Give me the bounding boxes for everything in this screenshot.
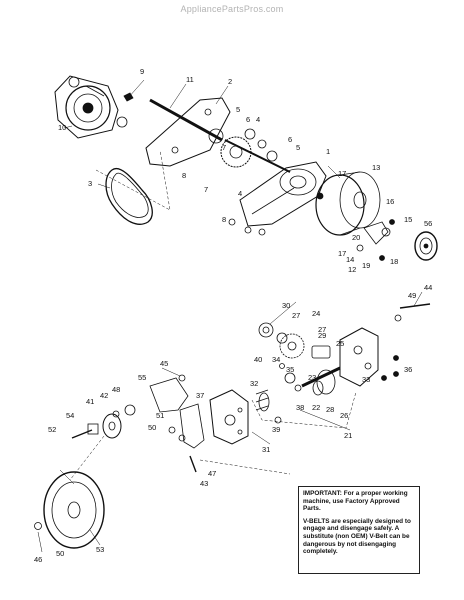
callout-18: 18 [390, 257, 398, 266]
callout-7a: 7 [222, 143, 226, 152]
callout-17a: 17 [338, 169, 346, 178]
callout-50a: 50 [148, 423, 156, 432]
callout-4b: 4 [238, 189, 242, 198]
callout-6b: 6 [288, 135, 292, 144]
callout-19: 19 [362, 261, 370, 270]
gearbox-parts [209, 303, 431, 445]
wheel-cap-part [414, 231, 438, 261]
callout-48: 48 [112, 385, 120, 394]
callout-33: 33 [362, 375, 370, 384]
callout-10: 10 [58, 123, 66, 132]
callout-22: 22 [312, 403, 320, 412]
v-belt-part [105, 167, 153, 225]
hub-parts [356, 219, 395, 261]
callout-15: 15 [404, 215, 412, 224]
important-note-text: IMPORTANT: For a proper working machine,… [303, 490, 408, 513]
pulley-bracket-part [54, 75, 128, 139]
callout-23: 23 [308, 373, 316, 382]
callout-11: 11 [186, 75, 194, 84]
callout-41: 41 [86, 397, 94, 406]
callout-55: 55 [138, 373, 146, 382]
callout-4a: 4 [256, 115, 260, 124]
callout-21: 21 [344, 431, 352, 440]
callout-8b: 8 [222, 215, 226, 224]
callout-49: 49 [408, 291, 416, 300]
callout-35: 35 [286, 365, 294, 374]
callout-46: 46 [34, 555, 42, 564]
callout-50b: 50 [56, 549, 64, 558]
callout-45: 45 [160, 359, 168, 368]
callout-53: 53 [96, 545, 104, 554]
callout-51: 51 [156, 411, 164, 420]
callout-29: 29 [318, 331, 326, 340]
callout-2: 2 [228, 77, 232, 86]
callout-27b: 27 [318, 325, 326, 334]
callout-1: 1 [326, 147, 330, 156]
watermark: AppliancePartsPros.com [180, 4, 284, 14]
sprocket-part [208, 128, 291, 173]
callout-43: 43 [200, 479, 208, 488]
callout-37: 37 [196, 391, 204, 400]
callout-26: 26 [340, 411, 348, 420]
callout-13: 13 [372, 163, 380, 172]
callout-7b: 7 [204, 185, 208, 194]
callout-16: 16 [386, 197, 394, 206]
screws-part [228, 192, 324, 236]
callout-24: 24 [312, 309, 320, 318]
callout-5b: 5 [296, 143, 300, 152]
callout-40: 40 [254, 355, 262, 364]
callout-6a: 6 [246, 115, 250, 124]
callout-27a: 27 [292, 311, 300, 320]
callout-28: 28 [326, 405, 334, 414]
callout-9: 9 [140, 67, 144, 76]
callout-38: 38 [296, 403, 304, 412]
important-note-box: IMPORTANT: For a proper working machine,… [298, 486, 420, 574]
callout-17b: 17 [338, 249, 346, 258]
linkage-parts [34, 374, 205, 549]
callout-labels: 9 11 2 10 5 6 4 7 8 3 7 4 6 5 1 13 17 8 … [34, 67, 432, 564]
callout-44: 44 [424, 283, 432, 292]
callout-47: 47 [208, 469, 216, 478]
callout-56: 56 [424, 219, 432, 228]
drive-drum-part [315, 171, 381, 236]
vbelts-note-text: V-BELTS are especially designed to engag… [303, 517, 411, 556]
callout-30: 30 [282, 301, 290, 310]
chain-case-part [239, 161, 327, 227]
callout-39: 39 [272, 425, 280, 434]
callout-36: 36 [404, 365, 412, 374]
frame-plate-part [145, 97, 231, 167]
callout-20: 20 [352, 233, 360, 242]
callout-42: 42 [100, 391, 108, 400]
callout-12: 12 [348, 265, 356, 274]
callout-32: 32 [250, 379, 258, 388]
shaft-part [149, 98, 223, 142]
callout-52: 52 [48, 425, 56, 434]
callout-5a: 5 [236, 105, 240, 114]
leader-lines [37, 79, 423, 553]
callout-54: 54 [66, 411, 74, 420]
callout-3: 3 [88, 179, 92, 188]
callout-25: 25 [336, 339, 344, 348]
callout-31: 31 [262, 445, 270, 454]
callout-14: 14 [346, 255, 354, 264]
callout-8a: 8 [182, 171, 186, 180]
callout-34: 34 [272, 355, 280, 364]
